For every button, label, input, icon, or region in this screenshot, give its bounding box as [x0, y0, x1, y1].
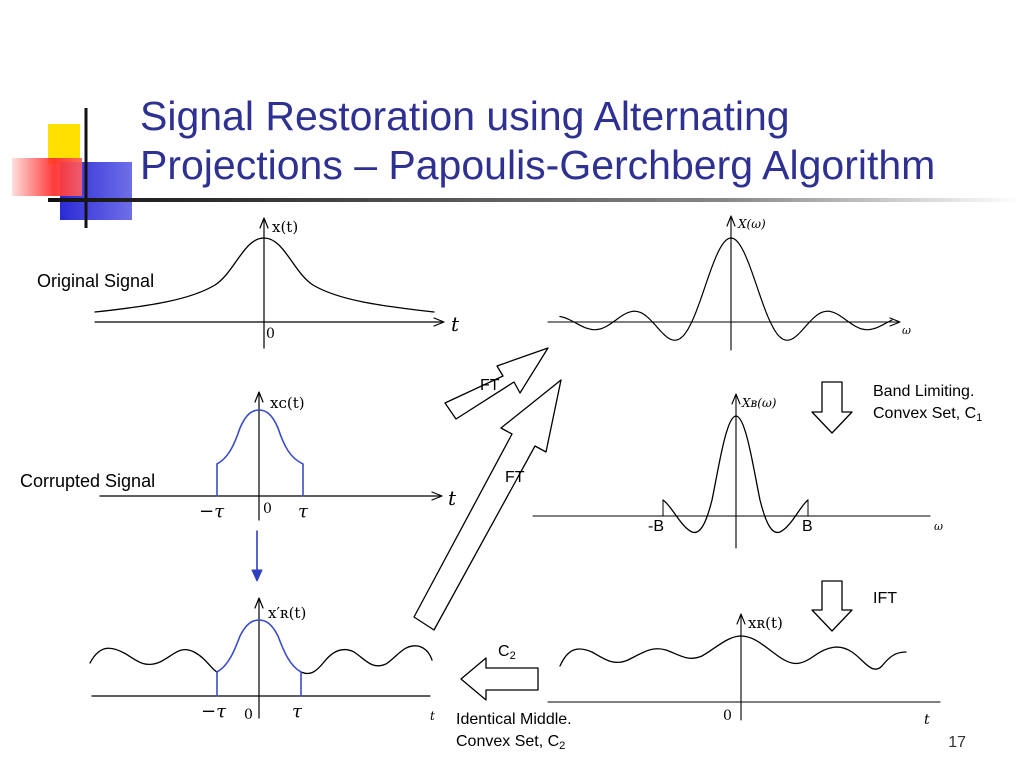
y-axis-arrow	[254, 597, 264, 609]
minus-tau-label: −τ	[201, 701, 227, 722]
x-axis-arrow	[889, 317, 901, 327]
identical-middle-note: Identical Middle. Convex Set, C2	[456, 709, 572, 757]
band-limit-down-arrow	[811, 381, 853, 434]
original-signal-label: Original Signal	[37, 271, 155, 291]
y-axis-arrow	[736, 613, 746, 625]
x-axis-label: t	[924, 712, 930, 728]
c2-sub: 2	[509, 650, 516, 662]
identical-middle-line2: Convex Set, C2	[456, 731, 572, 757]
identical-middle-line2-text: Convex Set, C	[456, 733, 560, 750]
band-limiting-line2: Convex Set, C1	[873, 403, 982, 429]
curve-restored-left-outer	[89, 647, 218, 673]
red-square	[12, 158, 82, 196]
plot-restored-right: xʀ(t) t 0	[547, 613, 941, 728]
plot-bandlimited: Xʙ(ω) ω	[532, 393, 943, 549]
y-axis-label: xᴄ(t)	[270, 394, 305, 412]
plot-original: x(t) t 0	[94, 217, 460, 349]
ft-long-arrow	[413, 379, 562, 631]
identical-middle-line1: Identical Middle.	[456, 711, 572, 728]
x-axis-label: t	[430, 709, 435, 723]
blue-down-arrowhead	[251, 569, 263, 582]
ft-long-label: FT	[505, 469, 525, 486]
plot-spectrum: X(ω) ω	[547, 215, 911, 351]
ift-label: IFT	[873, 590, 897, 607]
x-axis-label: ω	[902, 324, 911, 337]
band-limiting-line2-sub: 1	[976, 412, 983, 424]
horizontal-rule	[48, 198, 1020, 202]
b-label: B	[802, 518, 813, 535]
y-axis-label: x(t)	[272, 218, 298, 236]
tau-label: τ	[292, 701, 303, 722]
band-limiting-line2-text: Convex Set, C	[873, 405, 977, 422]
slide-title: Signal Restoration using Alternating Pro…	[140, 92, 1020, 190]
origin-label: 0	[723, 708, 732, 724]
curve-restored-right	[559, 635, 907, 670]
x-axis-label: ω	[934, 520, 943, 533]
curve-bandlimited	[662, 415, 809, 534]
ft-label: FT	[480, 377, 500, 394]
tau-label: τ	[298, 501, 309, 522]
curve-restored-middle	[216, 619, 302, 697]
title-line-1: Signal Restoration using Alternating	[140, 93, 790, 139]
curve-corrupted	[216, 409, 304, 497]
corrupted-signal-label: Corrupted Signal	[20, 471, 156, 491]
x-axis-arrow	[431, 491, 443, 501]
curve-original	[94, 237, 435, 313]
minus-tau-label: −τ	[199, 501, 225, 522]
x-axis-label: t	[448, 486, 457, 510]
c2-label: C2	[498, 642, 516, 666]
plot-restored-left: x′ʀ(t) t 0 −τ τ	[89, 597, 435, 723]
origin-label: 0	[266, 326, 275, 342]
x-axis-label: t	[451, 312, 460, 336]
ft-block-arrow	[444, 347, 549, 420]
y-axis-label: x′ʀ(t)	[268, 604, 306, 622]
plot-corrupted: xᴄ(t) t 0 −τ τ	[99, 391, 457, 522]
c2-text: C	[498, 643, 510, 660]
y-axis-label: X(ω)	[737, 217, 766, 231]
y-axis-arrow	[254, 391, 264, 403]
origin-label: 0	[263, 501, 272, 517]
minus-b-label: -B	[648, 518, 664, 535]
y-axis-arrow	[259, 217, 269, 229]
band-limiting-line1: Band Limiting.	[873, 383, 975, 400]
y-axis-label: Xʙ(ω)	[741, 396, 777, 410]
title-line-2: Projections – Papoulis-Gerchberg Algorit…	[140, 142, 936, 188]
y-axis-label: xʀ(t)	[748, 614, 783, 632]
y-axis-arrow	[731, 393, 741, 405]
identical-middle-line2-sub: 2	[559, 740, 566, 752]
page-number: 17	[948, 734, 966, 751]
band-limiting-note: Band Limiting. Convex Set, C1	[873, 381, 982, 429]
y-axis-arrow	[726, 215, 736, 227]
c2-left-arrow	[460, 657, 539, 701]
x-axis-arrow	[433, 317, 445, 327]
curve-restored-right-outer	[300, 645, 433, 675]
yellow-square	[48, 124, 80, 164]
origin-label: 0	[244, 707, 253, 723]
curve-spectrum	[559, 237, 893, 341]
ift-down-arrow	[811, 580, 853, 632]
